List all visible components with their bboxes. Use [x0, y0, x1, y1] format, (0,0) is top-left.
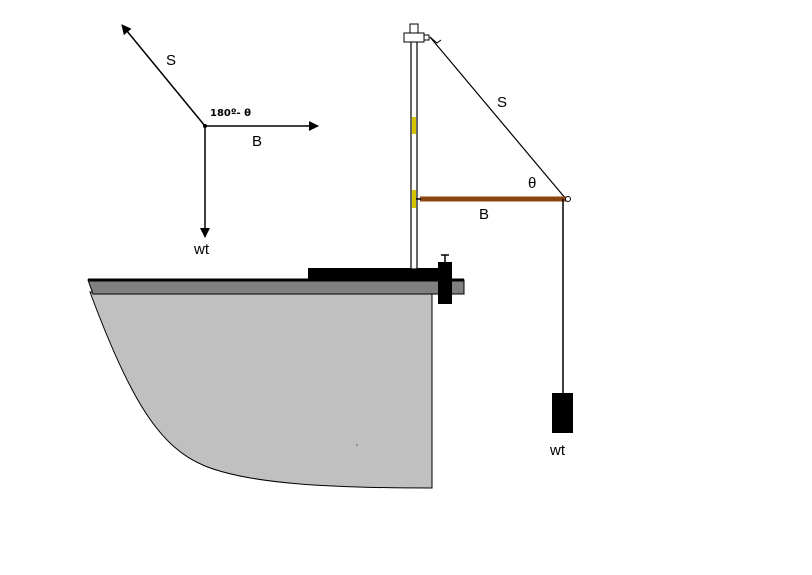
force-boom-label: B	[252, 133, 262, 150]
tension-string	[429, 36, 567, 200]
tension-vector	[121, 24, 206, 127]
weight-block	[552, 393, 573, 433]
stand-base	[308, 254, 452, 304]
rod-marker-upper	[412, 117, 416, 134]
boom: θ B	[416, 175, 571, 223]
clamp-body	[438, 262, 452, 304]
vertical-rod	[403, 23, 430, 270]
table	[87, 278, 465, 489]
force-tension-label: S	[166, 52, 176, 69]
apparatus-angle-label: θ	[528, 175, 536, 192]
string-knot	[429, 36, 442, 44]
hanging-weight: wt	[549, 199, 573, 459]
rod	[410, 25, 418, 270]
apparatus-weight-label: wt	[549, 442, 566, 459]
boom-end-pin	[565, 196, 571, 202]
table-body	[89, 291, 433, 489]
table-top-edge	[87, 279, 465, 295]
apparatus-boom-label: B	[479, 206, 489, 223]
apparatus-tension-label: S	[497, 94, 507, 111]
string-assembly: S	[429, 36, 567, 200]
force-origin-point	[203, 124, 207, 128]
force-diagram: S 180º- θ B wt	[121, 24, 319, 258]
string-clamp-knob	[423, 34, 430, 41]
force-angle-label: 180º- θ	[210, 108, 251, 119]
rod-marker-lower	[412, 190, 416, 208]
force-weight-label: wt	[193, 241, 210, 258]
string-clamp	[403, 32, 425, 43]
base-block	[308, 268, 448, 280]
